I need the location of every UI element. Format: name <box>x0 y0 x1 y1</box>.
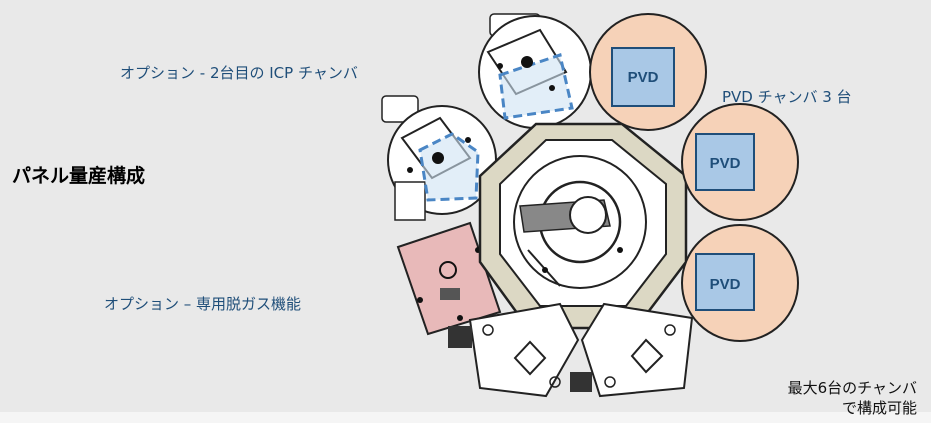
pvd-chamber-3: PVD <box>681 224 799 342</box>
option-degas-label: オプション – 専用脱ガス機能 <box>104 295 302 313</box>
transfer-hub <box>478 122 688 330</box>
max-chambers-label: 最大6台のチャンバ で構成可能 <box>717 378 917 418</box>
icp-chamber-top <box>478 13 592 129</box>
option-icp-label: オプション - 2台目の ICP チャンバ <box>120 64 358 82</box>
pvd-chambers-label: PVD チャンバ 3 台 <box>722 88 852 106</box>
load-lock-right <box>570 302 694 398</box>
page-title: パネル量産構成 <box>12 165 146 187</box>
pvd-chamber-2: PVD <box>681 103 799 221</box>
pvd-label-2: PVD <box>710 155 741 172</box>
degas-module <box>396 221 502 336</box>
load-lock-left <box>448 302 580 398</box>
pvd-chamber-1: PVD <box>589 13 707 131</box>
max-chambers-line1: 最大6台のチャンバ <box>787 379 917 397</box>
pvd-label-3: PVD <box>710 276 741 293</box>
icp-chamber-left <box>381 95 497 221</box>
pvd-label-1: PVD <box>628 69 659 86</box>
max-chambers-line2: で構成可能 <box>841 399 917 417</box>
